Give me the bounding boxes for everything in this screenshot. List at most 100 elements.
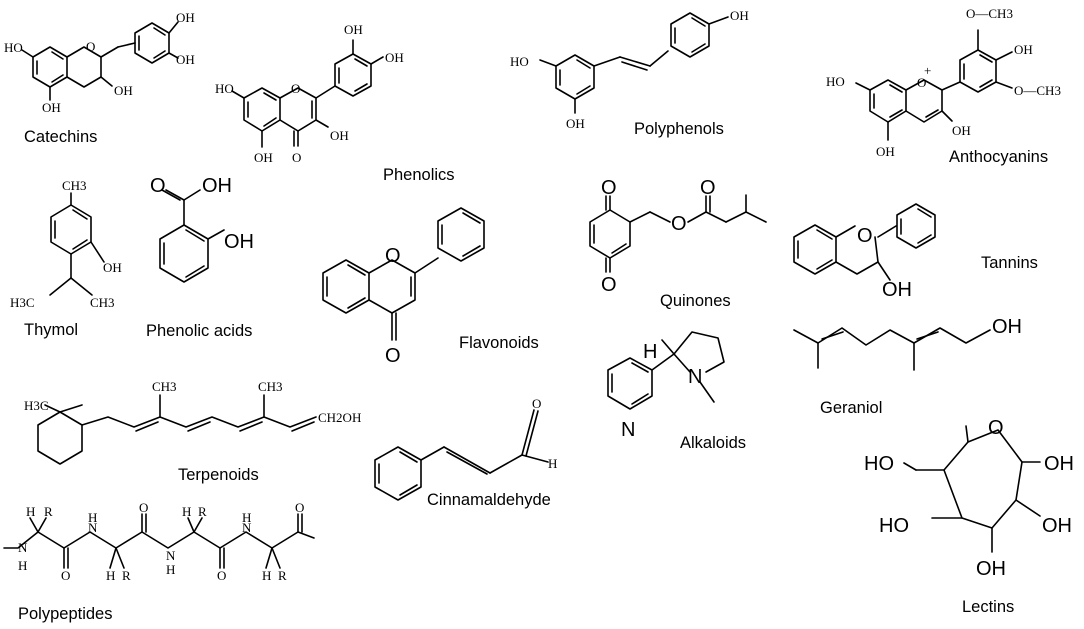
atom-h: H <box>262 568 271 583</box>
label-polypeptides: Polypeptides <box>18 605 112 623</box>
structure-terpenoids <box>37 394 317 465</box>
structure-cinnamaldehyde <box>374 409 549 501</box>
label-phenolics: Phenolics <box>383 166 455 184</box>
atom-o: O <box>857 225 873 247</box>
atom-oh: OH <box>385 50 404 65</box>
atom-n: N <box>688 366 702 388</box>
structure-phenolics <box>231 39 384 148</box>
atom-oh: OH <box>976 558 1006 580</box>
atom-ho: HO <box>4 40 23 55</box>
structure-flavonoids <box>322 207 485 341</box>
atom-och3: O—CH3 <box>966 6 1013 21</box>
atom-h3c: H3C <box>10 295 35 310</box>
atom-h: H <box>242 510 251 525</box>
label-geraniol: Geraniol <box>820 399 882 417</box>
label-alkaloids: Alkaloids <box>680 434 746 452</box>
label-tannins: Tannins <box>981 254 1038 272</box>
atom-o: O <box>917 75 926 90</box>
structure-phenolic-acids <box>159 189 225 283</box>
label-terpenoids: Terpenoids <box>178 466 259 484</box>
label-thymol: Thymol <box>24 321 78 339</box>
atom-h: H <box>18 558 27 573</box>
atom-ho: HO <box>510 54 529 69</box>
atom-r: R <box>278 568 287 583</box>
structure-geraniol <box>793 327 991 371</box>
atom-oh: OH <box>882 279 912 301</box>
atom-ch2oh: CH2OH <box>318 410 361 425</box>
atom-o: O <box>295 500 304 515</box>
atom-h: H <box>643 341 657 363</box>
atom-o: O <box>532 396 541 411</box>
atom-oh: OH <box>730 8 749 23</box>
atom-r: R <box>198 504 207 519</box>
atom-n: N <box>88 520 98 535</box>
atom-oh: OH <box>344 22 363 37</box>
label-cinnamaldehyde: Cinnamaldehyde <box>427 491 551 509</box>
atom-o: O <box>291 81 300 96</box>
atom-h: H <box>88 510 97 525</box>
atom-h: H <box>106 568 115 583</box>
atom-n: N <box>166 548 176 563</box>
structure-lectins <box>903 425 1041 553</box>
label-catechins: Catechins <box>24 128 97 146</box>
label-quinones: Quinones <box>660 292 731 310</box>
atom-oh: OH <box>176 10 195 25</box>
structure-quinones <box>589 194 767 273</box>
atom-o: O <box>217 568 226 583</box>
atom-oh: OH <box>224 231 254 253</box>
atom-ho: HO <box>826 74 845 89</box>
atom-oh: OH <box>202 175 232 197</box>
atom-ho: HO <box>215 81 234 96</box>
atom-oh: OH <box>1014 42 1033 57</box>
atom-charge: + <box>924 63 931 78</box>
atom-oh: OH <box>1042 515 1072 537</box>
atom-ch3: CH3 <box>152 379 177 394</box>
label-anthocyanins: Anthocyanins <box>949 148 1048 166</box>
atom-o: O <box>150 175 166 197</box>
atom-o: O <box>601 274 617 296</box>
label-flavonoids: Flavonoids <box>459 334 539 352</box>
atom-h3c: H3C <box>24 398 49 413</box>
atom-oh: OH <box>176 52 195 67</box>
atom-o: O <box>292 150 301 165</box>
atom-oh: OH <box>1044 453 1074 475</box>
atom-o: O <box>139 500 148 515</box>
atom-n: N <box>621 419 635 441</box>
atom-oh: OH <box>42 100 61 115</box>
structure-catechins <box>21 21 179 101</box>
atom-o: O <box>61 568 70 583</box>
atom-n: N <box>18 540 28 555</box>
atom-oh: OH <box>254 150 273 165</box>
atom-ch3: CH3 <box>90 295 115 310</box>
atom-oh: OH <box>952 123 971 138</box>
atom-o: O <box>86 39 95 54</box>
atom-oh: OH <box>114 83 133 98</box>
atom-r: R <box>44 504 53 519</box>
structure-polyphenols <box>539 12 729 114</box>
atom-oh: OH <box>992 316 1022 338</box>
atom-o: O <box>385 245 401 267</box>
structure-thymol <box>49 192 105 296</box>
atom-oh: OH <box>103 260 122 275</box>
structure-polypeptides <box>3 513 315 569</box>
atom-och3: O—CH3 <box>1014 83 1061 98</box>
atom-ch3: CH3 <box>62 178 87 193</box>
structure-tannins <box>793 203 936 281</box>
atom-oh: OH <box>330 128 349 143</box>
label-lectins: Lectins <box>962 598 1014 616</box>
atom-o: O <box>700 177 716 199</box>
structure-anthocyanins <box>855 29 1013 141</box>
atom-ho: HO <box>864 453 894 475</box>
atom-o: O <box>601 177 617 199</box>
atom-oh: OH <box>876 144 895 159</box>
atom-o: O <box>385 345 401 367</box>
atom-r: R <box>122 568 131 583</box>
atom-o: O <box>988 417 1004 439</box>
atom-n: N <box>242 520 252 535</box>
atom-ho: HO <box>879 515 909 537</box>
atom-oh: OH <box>566 116 585 131</box>
atom-h: H <box>26 504 35 519</box>
label-phenolic-acids: Phenolic acids <box>146 322 252 340</box>
structure-alkaloids <box>607 331 725 410</box>
